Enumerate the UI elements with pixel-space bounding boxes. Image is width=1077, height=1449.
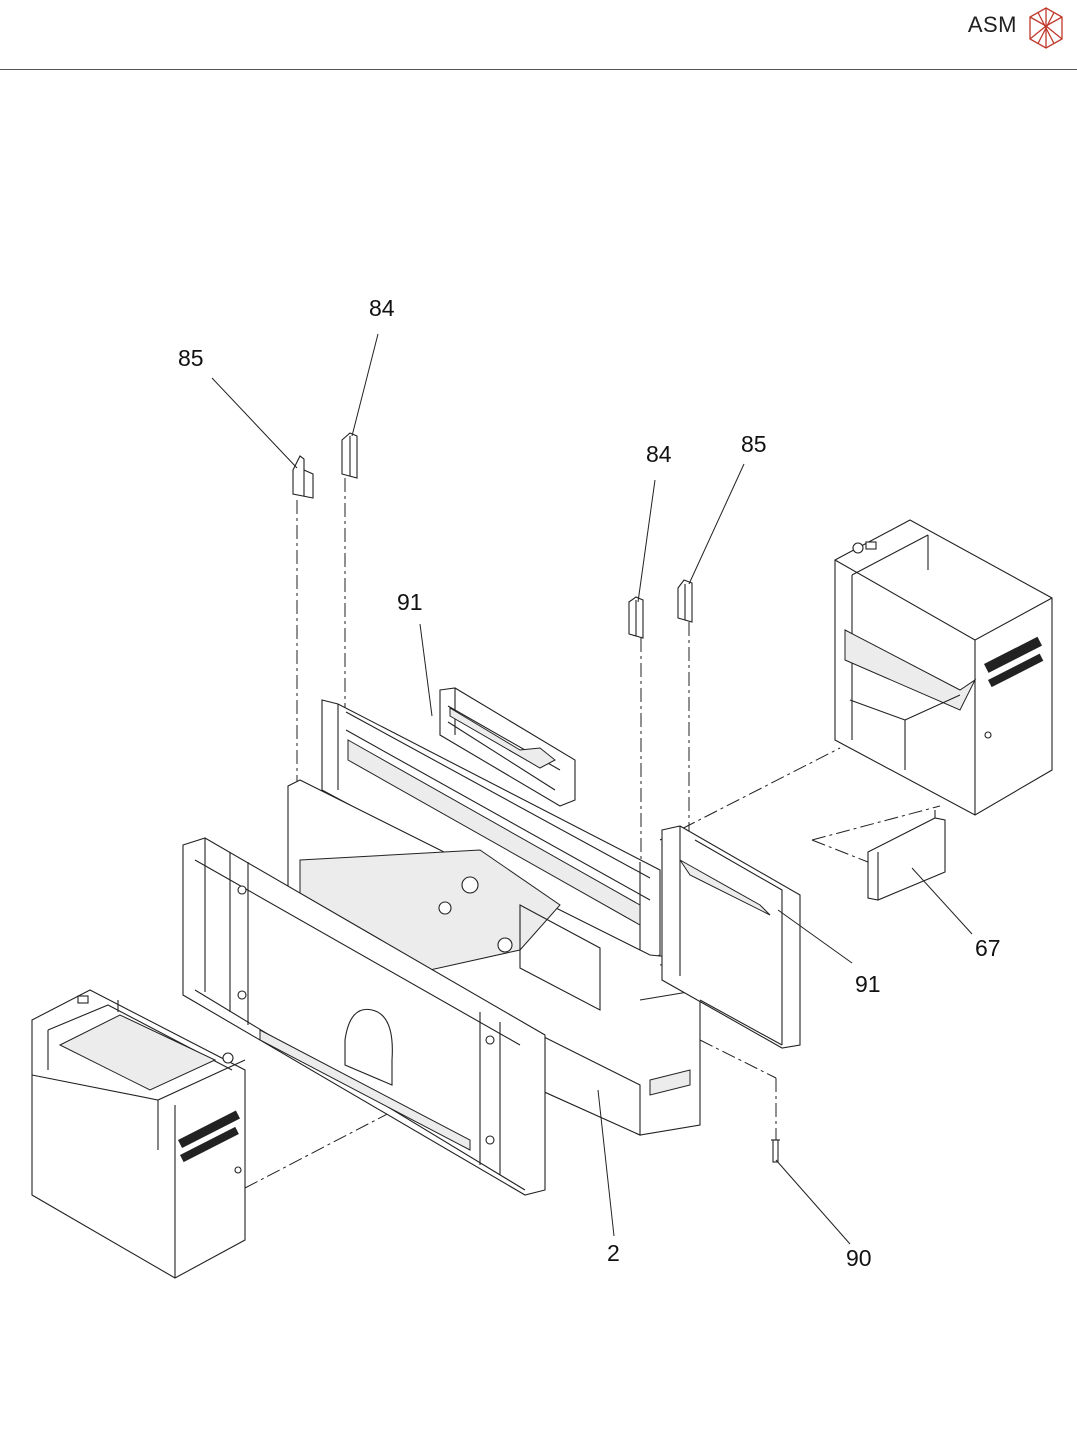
screw-90: [771, 1140, 780, 1162]
callout-67: 67: [975, 935, 1001, 961]
right-cabinet: [835, 520, 1052, 815]
callout-85-right: 85: [741, 431, 767, 457]
cover-plate-67: [868, 810, 945, 900]
left-cabinet: [32, 990, 245, 1278]
callout-84-right: 84: [646, 441, 672, 467]
callout-85-left: 85: [178, 345, 204, 371]
bracket-85-left: [293, 456, 313, 498]
bracket-84-left: [342, 433, 357, 478]
callout-2: 2: [607, 1240, 620, 1266]
bracket-85-right: [678, 580, 692, 622]
callout-84-left: 84: [369, 295, 395, 321]
callout-91-right: 91: [855, 971, 881, 997]
bracket-84-right: [629, 597, 643, 638]
callout-90: 90: [846, 1245, 872, 1271]
callout-91-top: 91: [397, 589, 423, 615]
